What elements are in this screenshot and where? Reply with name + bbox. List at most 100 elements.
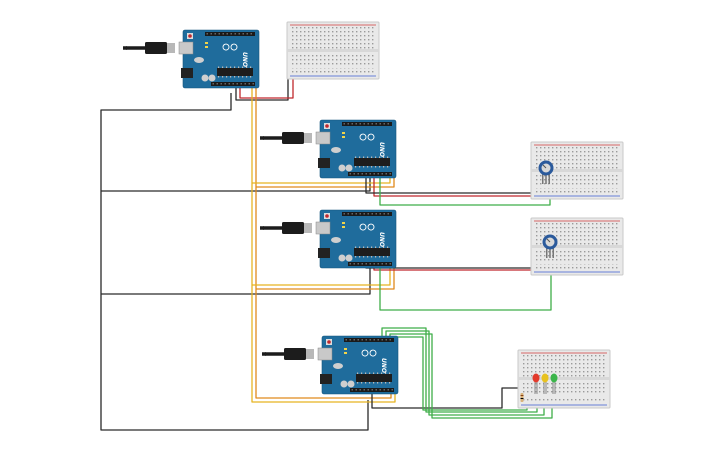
chip-pin [389,382,391,384]
power-jack [181,68,193,78]
chip-pin [379,166,381,168]
breadboard-2[interactable] [530,141,624,200]
header-pin [363,123,365,125]
wire-black-ground-bus[interactable] [100,93,369,431]
header-pin [238,33,240,35]
wire-green-b4-led-4[interactable] [393,336,528,411]
board-label: UNO [241,52,248,67]
header-pin [250,33,252,35]
wire-green-b4-led-3[interactable] [389,333,553,419]
header-pin [365,173,367,175]
chip-pin [373,382,375,384]
header-pin [230,33,232,35]
usb-cable-end [262,352,266,356]
header-pin [212,83,214,85]
chip-pin [234,76,236,78]
wire-yellow-b2[interactable] [252,176,391,184]
header-pin [353,339,355,341]
usb-plug-housing [284,348,306,360]
chip-pin [375,156,377,158]
header-pin [355,213,357,215]
header-pin [371,213,373,215]
header-pin [375,389,377,391]
header-pin [226,33,228,35]
board-2[interactable]: UNO [260,119,397,179]
breadboard-1[interactable] [286,21,380,80]
chip-pin [230,76,232,78]
digital-header [205,32,255,36]
usb-port [315,131,331,145]
wire-green-b2-pot1[interactable] [379,176,551,206]
wire-red-b1-bb1[interactable] [239,78,294,99]
wire-yellow-bus-1[interactable] [251,88,396,403]
header-pin [361,339,363,341]
header-pin [361,263,363,265]
status-led [342,226,345,228]
header-pin [248,83,250,85]
header-pin [363,389,365,391]
board-1[interactable]: UNO [123,29,260,89]
usb-plug-housing [282,132,304,144]
board-label: UNO [378,232,385,247]
microcontroller-chip [354,248,390,256]
breadboard-4[interactable] [517,349,611,409]
wire-black-b2-pot1[interactable] [365,176,541,194]
wire-black-board3[interactable] [101,266,371,295]
header-pin [343,213,345,215]
arduino-logo-icon [222,43,238,51]
chip-pin [387,246,389,248]
microcontroller-chip [217,68,253,76]
header-pin [389,263,391,265]
wire-green-b4-led-2[interactable] [385,330,545,416]
chip-pin [357,382,359,384]
led-red[interactable] [532,373,540,395]
chip-pin [375,256,377,258]
wire-orange-b3[interactable] [256,266,395,290]
wire-black-b4-led[interactable] [371,387,520,409]
reset-button-cap [327,340,331,344]
chip-pin [242,66,244,68]
chip-pin [375,246,377,248]
chip-pin [371,166,373,168]
chip-pin [361,372,363,374]
resistor[interactable] [520,393,524,402]
header-pin [224,83,226,85]
microcontroller-chip [356,374,392,382]
chip-pin [381,382,383,384]
potentiometer-1[interactable] [538,160,554,185]
led-icon [532,373,540,383]
header-pin [363,213,365,215]
wire-black-board2[interactable] [101,176,371,192]
wire-orange-b2[interactable] [256,176,395,188]
wire-red-b3-pot2[interactable] [373,262,546,271]
header-pin [252,83,254,85]
usb-cable-end [260,226,264,230]
led-yellow[interactable] [541,373,549,395]
header-pin [379,213,381,215]
chip-pin [389,372,391,374]
board-4[interactable]: UNO [262,335,399,395]
chip-pin [359,166,361,168]
status-led [344,352,347,354]
board-3[interactable]: UNO [260,209,397,269]
wire-green-b4-led-1[interactable] [381,327,538,413]
wire-green-b3-pot2[interactable] [379,262,552,311]
wire-black-b1-bb1[interactable] [235,78,289,101]
chip-pin [385,372,387,374]
chip-pin [355,166,357,168]
header-pin [375,213,377,215]
chip-pin [385,382,387,384]
chip-pin [234,66,236,68]
chip-pin [383,256,385,258]
header-pin [345,339,347,341]
breadboard-3[interactable] [530,217,624,276]
potentiometer-2[interactable] [542,234,558,259]
chip-pin [367,256,369,258]
capacitor [338,254,346,262]
header-pin [347,123,349,125]
chip-pin [363,256,365,258]
header-pin [232,83,234,85]
wire-yellow-b3[interactable] [252,266,391,286]
led-green[interactable] [550,373,558,395]
usb-plug-connector [306,349,314,359]
